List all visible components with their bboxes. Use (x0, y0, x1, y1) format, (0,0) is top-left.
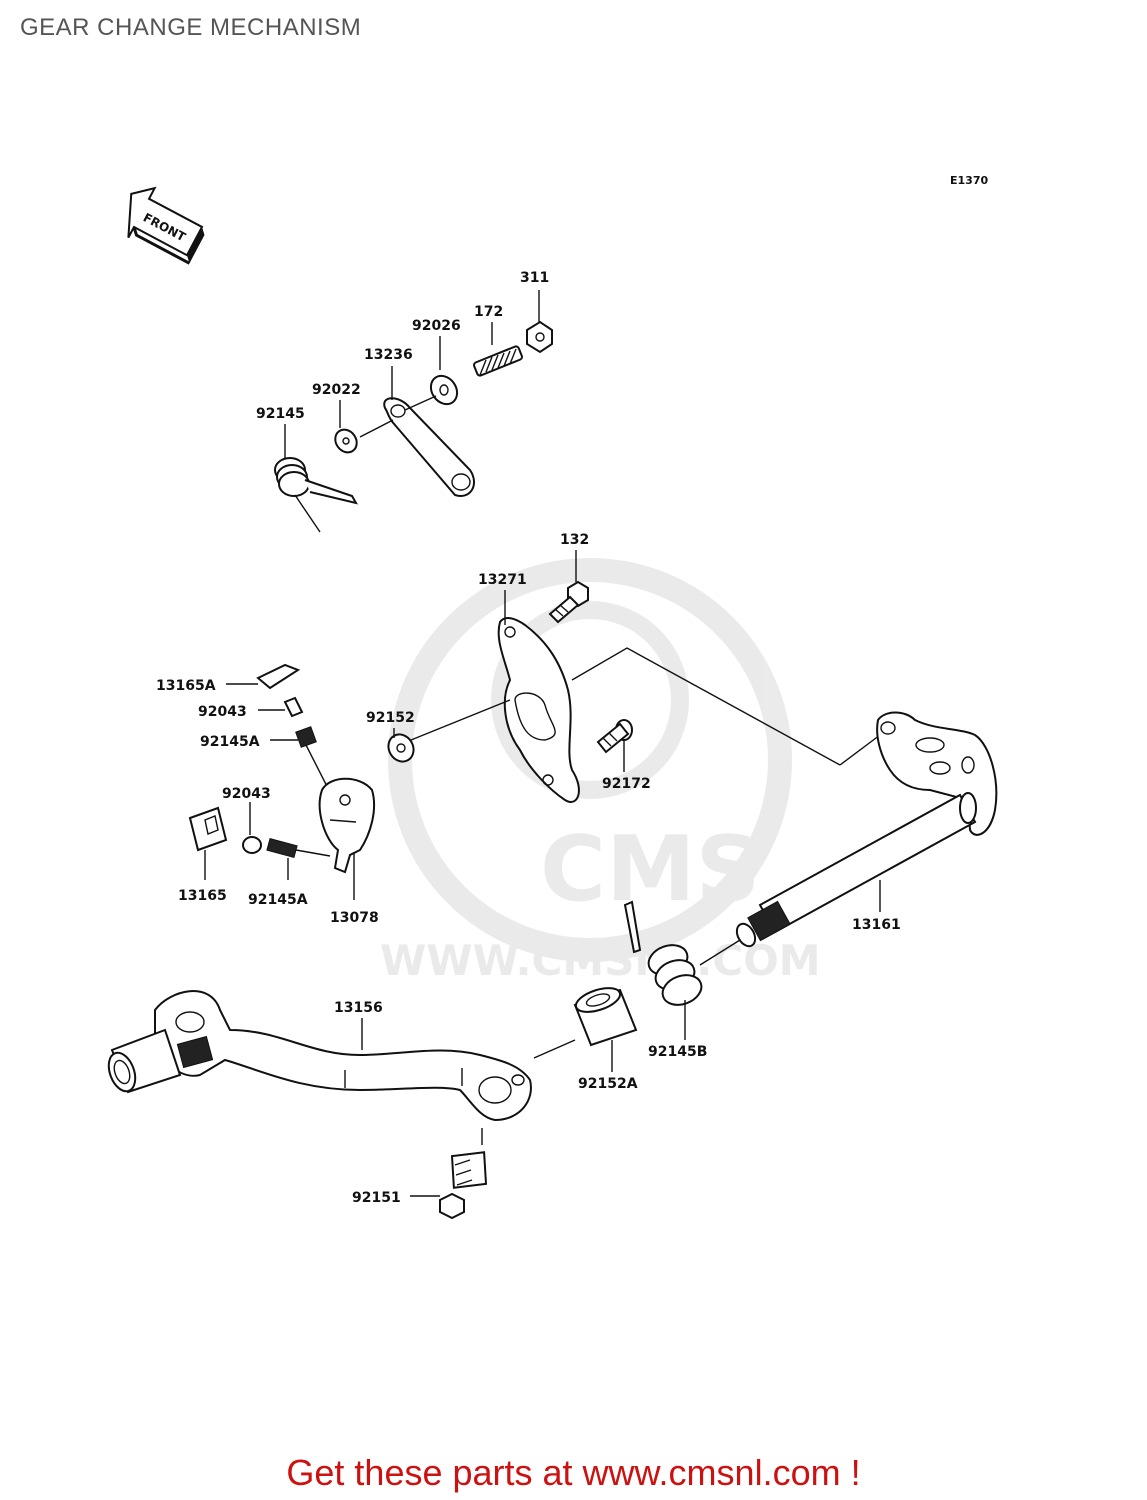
pin-92043-upper-icon (283, 696, 304, 718)
nut-311-icon (526, 320, 553, 354)
plate-13271-icon (497, 617, 580, 803)
pawl-13165-icon (188, 806, 228, 852)
front-arrow-icon: FRONT (127, 186, 205, 265)
label-13271: 13271 (478, 572, 527, 588)
stud-172-icon (473, 345, 523, 377)
label-92172: 92172 (602, 776, 651, 792)
spring-92145A-upper-icon (295, 726, 317, 748)
shift-shaft-13161-icon (735, 711, 998, 948)
label-13236: 13236 (364, 347, 413, 363)
label-92022: 92022 (312, 382, 361, 398)
link-13236-icon (383, 397, 475, 497)
label-13156: 13156 (334, 1000, 383, 1016)
collar-92152A-icon (573, 987, 638, 1047)
label-92026: 92026 (412, 318, 461, 334)
washer-92026-icon (429, 374, 459, 406)
label-13165: 13165 (178, 888, 227, 904)
label-13165A: 13165A (156, 678, 216, 694)
bolt-132-icon (548, 580, 589, 624)
label-92145A-upper: 92145A (200, 734, 260, 750)
label-13161: 13161 (852, 917, 901, 933)
spring-92145-icon (274, 457, 359, 533)
bolt-92151-icon (439, 1151, 488, 1220)
label-92145: 92145 (256, 406, 305, 422)
label-13078: 13078 (330, 910, 379, 926)
shift-pedal-13156-icon (107, 990, 532, 1122)
watermark-logo-text: CMS (540, 817, 760, 922)
screw-92172-icon (596, 719, 633, 754)
pin-92043-lower-icon (242, 836, 262, 854)
label-92145A-lower: 92145A (248, 892, 308, 908)
page-title: GEAR CHANGE MECHANISM (20, 14, 362, 41)
label-92145B: 92145B (648, 1044, 707, 1060)
spring-92145B-icon (623, 900, 703, 1006)
pawl-13165A-icon (256, 663, 301, 690)
washer-92022-icon (334, 428, 358, 454)
label-92151: 92151 (352, 1190, 401, 1206)
label-132: 132 (560, 532, 589, 548)
get-parts-link[interactable]: Get these parts at www.cmsnl.com ! (286, 1452, 861, 1493)
label-92043-lower: 92043 (222, 786, 271, 802)
shift-drum-13078-icon (318, 777, 376, 874)
label-311: 311 (520, 270, 549, 286)
label-92152A: 92152A (578, 1076, 638, 1092)
diagram-code: E1370 (950, 174, 988, 187)
label-172: 172 (474, 304, 503, 320)
label-92152: 92152 (366, 710, 415, 726)
spring-92145A-lower-icon (266, 837, 298, 859)
label-92043-upper: 92043 (198, 704, 247, 720)
